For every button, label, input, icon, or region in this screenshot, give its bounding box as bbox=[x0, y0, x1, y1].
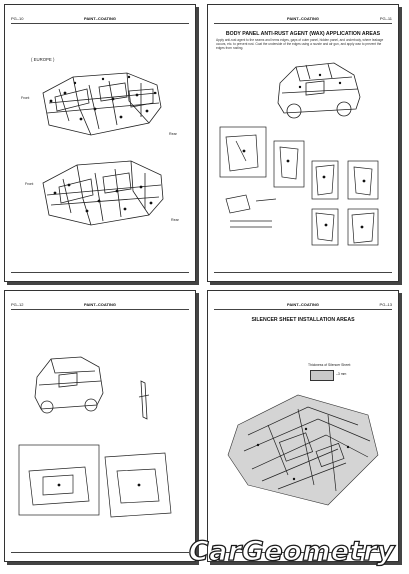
underbody-silencer-illustration bbox=[227, 394, 379, 506]
manual-page-pg11: PAINT–COATING PG–11 BODY PANEL ANTI-RUST… bbox=[207, 4, 399, 282]
instruction-paragraph: Apply anti-rust agent to the seams and h… bbox=[216, 38, 384, 50]
small-part-illustration bbox=[138, 380, 150, 420]
page-header: PG–12 PAINT–COATING bbox=[11, 301, 189, 310]
page-header: PAINT–COATING PG–11 bbox=[214, 15, 392, 24]
page-number: PG–12 bbox=[11, 302, 24, 307]
page-footer bbox=[11, 552, 189, 553]
detail-illustrations bbox=[219, 126, 379, 246]
section-title: PAINT–COATING bbox=[286, 302, 320, 307]
body-frame-illustration-top bbox=[42, 72, 162, 136]
car-front-view-illustration bbox=[34, 356, 104, 414]
page-header: PG–10 PAINT–COATING bbox=[11, 15, 189, 24]
section-heading: BODY PANEL ANTI-RUST AGENT (WAX) APPLICA… bbox=[225, 31, 381, 37]
page-number: PG–13 bbox=[379, 302, 392, 307]
manual-page-pg12: PG–12 PAINT–COATING bbox=[4, 290, 196, 562]
page-number: PG–11 bbox=[379, 16, 392, 21]
region-label: ( EUROPE ) bbox=[31, 57, 55, 62]
front-label-bottom: Front bbox=[25, 182, 34, 186]
manual-page-pg10: PG–10 PAINT–COATING ( EUROPE ) Front Rea… bbox=[4, 4, 196, 282]
section-title: PAINT–COATING bbox=[286, 16, 320, 21]
rear-label-bottom: Rear bbox=[171, 218, 179, 222]
detail-illustrations bbox=[18, 444, 172, 518]
manual-page-pg13: PAINT–COATING PG–13 SILENCER SHEET INSTA… bbox=[207, 290, 399, 562]
page-footer bbox=[214, 272, 392, 273]
silencer-legend-swatch bbox=[310, 370, 334, 381]
silencer-thickness-legend-label: Thickness of Silencer Sheet: bbox=[308, 363, 351, 367]
site-watermark: CarGeometry bbox=[188, 535, 395, 567]
page-footer bbox=[11, 272, 189, 273]
silencer-thickness-legend-value: –3 mm bbox=[336, 372, 347, 376]
section-heading: SILENCER SHEET INSTALLATION AREAS bbox=[251, 317, 355, 323]
front-label-top: Front bbox=[21, 96, 30, 100]
section-title: PAINT–COATING bbox=[83, 302, 117, 307]
page-header: PAINT–COATING PG–13 bbox=[214, 301, 392, 310]
rear-label-top: Rear bbox=[169, 132, 177, 136]
car-rear-view-illustration bbox=[277, 62, 361, 119]
page-footer bbox=[214, 552, 392, 553]
section-title: PAINT–COATING bbox=[83, 16, 117, 21]
page-number: PG–10 bbox=[11, 16, 24, 21]
body-frame-illustration-bottom bbox=[42, 160, 164, 226]
